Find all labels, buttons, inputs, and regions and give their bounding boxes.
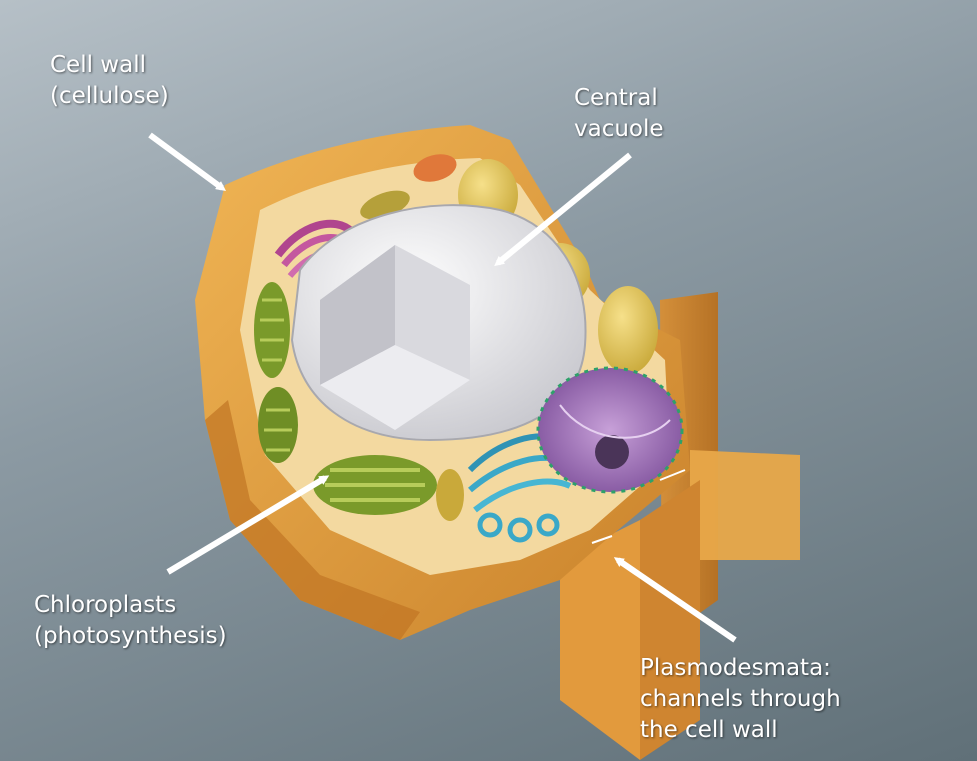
plasmodesmata-channels	[591, 469, 686, 544]
nucleus	[536, 366, 684, 494]
yellow-organelle-3	[598, 286, 658, 374]
neighbour-cell-walls	[560, 292, 800, 760]
mitochondrion-bottom	[436, 469, 464, 521]
label-chloroplasts-line-2: (photosynthesis)	[34, 623, 227, 649]
label-plasmodesmata: Plasmodesmata: channels through the cell…	[640, 653, 841, 746]
arrow-cell-wall	[148, 132, 227, 191]
label-cell-wall-line-2: (cellulose)	[50, 83, 169, 109]
chloroplasts-left	[254, 282, 298, 463]
label-central-vacuole-line-1: Central	[574, 85, 658, 111]
arrow-chloroplasts	[166, 475, 330, 575]
label-chloroplasts-line-1: Chloroplasts	[34, 592, 177, 618]
arrow-central-vacuole	[494, 152, 632, 267]
label-chloroplasts: Chloroplasts (photosynthesis)	[34, 590, 227, 652]
mitochondrion-top	[413, 154, 457, 182]
label-plasmodesmata-line-3: the cell wall	[640, 717, 778, 743]
chloroplast-bottom	[313, 455, 437, 515]
label-cell-wall-line-1: Cell wall	[50, 52, 146, 78]
label-central-vacuole: Central vacuole	[574, 83, 664, 145]
label-cell-wall: Cell wall (cellulose)	[50, 50, 169, 112]
label-plasmodesmata-line-1: Plasmodesmata:	[640, 655, 831, 681]
label-central-vacuole-line-2: vacuole	[574, 116, 664, 142]
central-vacuole	[290, 204, 587, 442]
arrow-plasmodesmata	[613, 557, 737, 643]
label-plasmodesmata-line-2: channels through	[640, 686, 841, 712]
